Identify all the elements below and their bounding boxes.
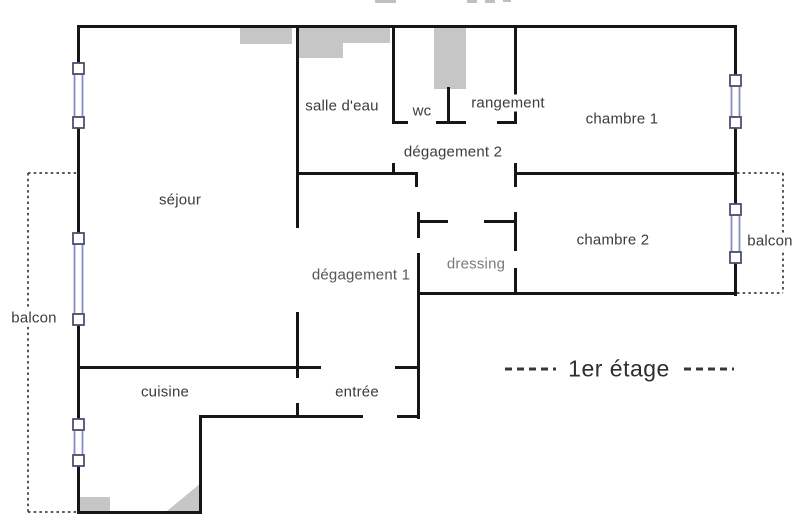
fixtures [80,28,466,512]
room-label-cuisine: cuisine [140,383,190,401]
fixture-bottom-triangle [167,483,201,511]
fixture-sejour-counter [240,28,292,44]
room-label-degagement1: dégagement 1 [311,266,411,284]
room-label-rangement: rangement [469,94,547,112]
window-symbol-left-cuisine [72,418,85,467]
window-symbol-right-chambre2 [729,203,742,264]
windows [72,62,742,467]
fixture-wc-toilet [434,28,466,89]
room-label-degagement2: dégagement 2 [403,143,503,161]
window-symbol-left-top [72,62,85,129]
balcony-label-right: balcon [745,232,795,250]
window-symbol-right-chambre1 [729,74,742,129]
room-label-salle-deau: salle d'eau [305,97,379,115]
interior-walls [77,25,737,417]
room-label-sejour: séjour [158,191,202,209]
balcony-label-left: balcon [9,309,59,327]
room-label-entree: entrée [335,383,379,401]
window-symbol-left-sejour [72,232,85,326]
watermark-remnants [375,0,511,3]
room-label-chambre2: chambre 2 [576,231,650,249]
room-label-wc: wc [412,102,432,120]
fixture-bottom-left [80,497,110,512]
balcony-right-outline [737,172,784,294]
fixture-salle-deau-counter-deep [299,28,343,58]
balcony-left-outline [27,172,77,513]
floor-title: 1er étage [568,355,670,382]
room-label-chambre1: chambre 1 [585,110,659,128]
room-label-dressing: dressing [446,255,506,273]
